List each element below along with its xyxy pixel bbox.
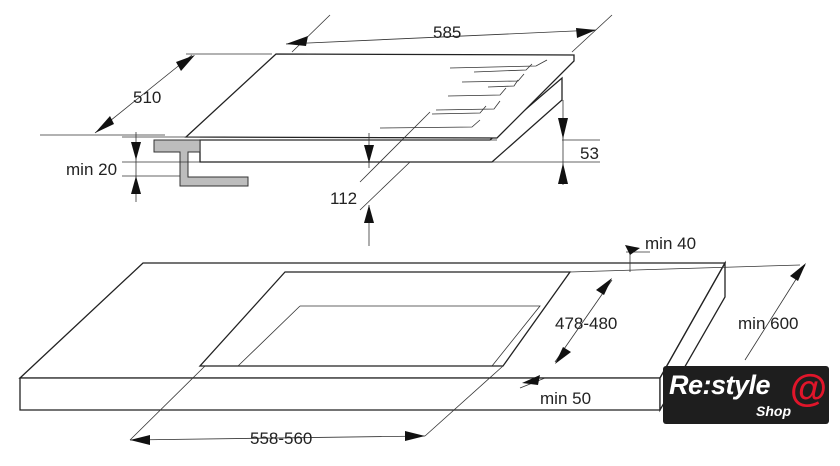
hob-drawing: [153, 53, 575, 187]
hob-top-plate: [184, 53, 575, 139]
label-depth: 510: [133, 88, 161, 107]
restyle-shop-logo: Re:style @ Shop: [663, 366, 829, 424]
worktop-drawing: [18, 260, 727, 413]
label-cutout-depth: 478-480: [555, 314, 617, 333]
worktop-dimensions: [129, 245, 806, 445]
label-hob-height: 53: [580, 144, 599, 163]
label-cutout-width: 558-560: [250, 429, 312, 448]
logo-subtext: Shop: [756, 403, 791, 419]
logo-text: Re:style: [669, 370, 771, 400]
dimension-lines: [40, 14, 613, 246]
label-width: 585: [433, 23, 461, 42]
hob-controls: [379, 59, 548, 129]
label-min-front: min 50: [540, 389, 591, 408]
label-total-height: 112: [330, 189, 357, 208]
label-min-support: min 20: [66, 160, 117, 179]
cart-at-icon: @: [790, 368, 828, 410]
label-min-worktop-depth: min 600: [738, 314, 798, 333]
label-min-back: min 40: [645, 234, 696, 253]
mounting-bracket: [153, 139, 249, 187]
